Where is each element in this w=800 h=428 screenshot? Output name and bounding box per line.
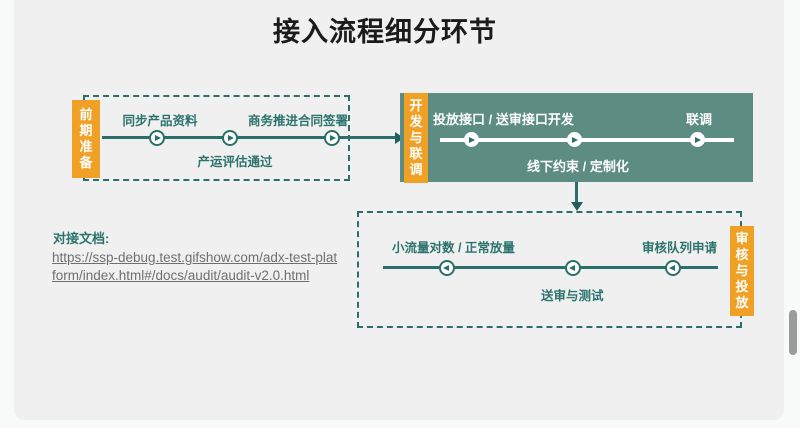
stage-prep-timeline (102, 136, 396, 139)
play-triangle (669, 264, 676, 271)
play-triangle (227, 134, 234, 141)
play-right-icon (324, 129, 340, 146)
docs-link[interactable]: https://ssp-debug.test.gifshow.com/adx-t… (52, 250, 338, 283)
step-label: 审核队列申请 (642, 241, 718, 255)
page-title: 接入流程细分环节 (273, 17, 497, 47)
play-triangle (443, 264, 450, 271)
play-triangle (569, 264, 576, 271)
play-left-icon (565, 259, 581, 276)
step-label: 同步产品资料 (122, 114, 198, 128)
stage-dev-timeline (440, 138, 734, 142)
play-right-icon (222, 129, 238, 146)
slide-canvas (14, 0, 784, 420)
scrollbar-thumb[interactable] (789, 310, 797, 355)
play-right-icon (567, 132, 582, 147)
step-label: 商务推进合同签署 (247, 114, 348, 128)
stage-dev-side-label: 开发与联调 (404, 93, 428, 183)
step-label: 产运评估通过 (197, 155, 273, 169)
play-right-icon (690, 132, 705, 147)
arrow-right-icon (395, 131, 404, 144)
play-triangle (154, 134, 161, 141)
play-triangle (329, 134, 336, 141)
play-left-icon (665, 259, 681, 276)
step-label: 联调 (686, 112, 713, 127)
step-label: 送审与测试 (541, 289, 604, 303)
stage-audit-box (357, 211, 742, 328)
play-triangle (695, 136, 702, 143)
play-triangle (469, 136, 476, 143)
stage-audit-timeline (383, 266, 718, 269)
step-label: 投放接口 / 送审接口开发 (433, 112, 574, 127)
step-label: 小流量对数 / 正常放量 (392, 241, 515, 255)
arrow-down-icon (570, 202, 583, 211)
play-right-icon (464, 132, 479, 147)
play-left-icon (439, 259, 455, 276)
stage-audit-side-label: 审核与投放 (730, 226, 754, 316)
stage-prep-side-label: 前期准备 (72, 100, 100, 178)
docs-label: 对接文档: (53, 231, 110, 246)
step-label: 线下约束 / 定制化 (527, 159, 629, 174)
play-triangle (572, 136, 579, 143)
play-right-icon (149, 129, 165, 146)
connector-line (575, 182, 578, 203)
